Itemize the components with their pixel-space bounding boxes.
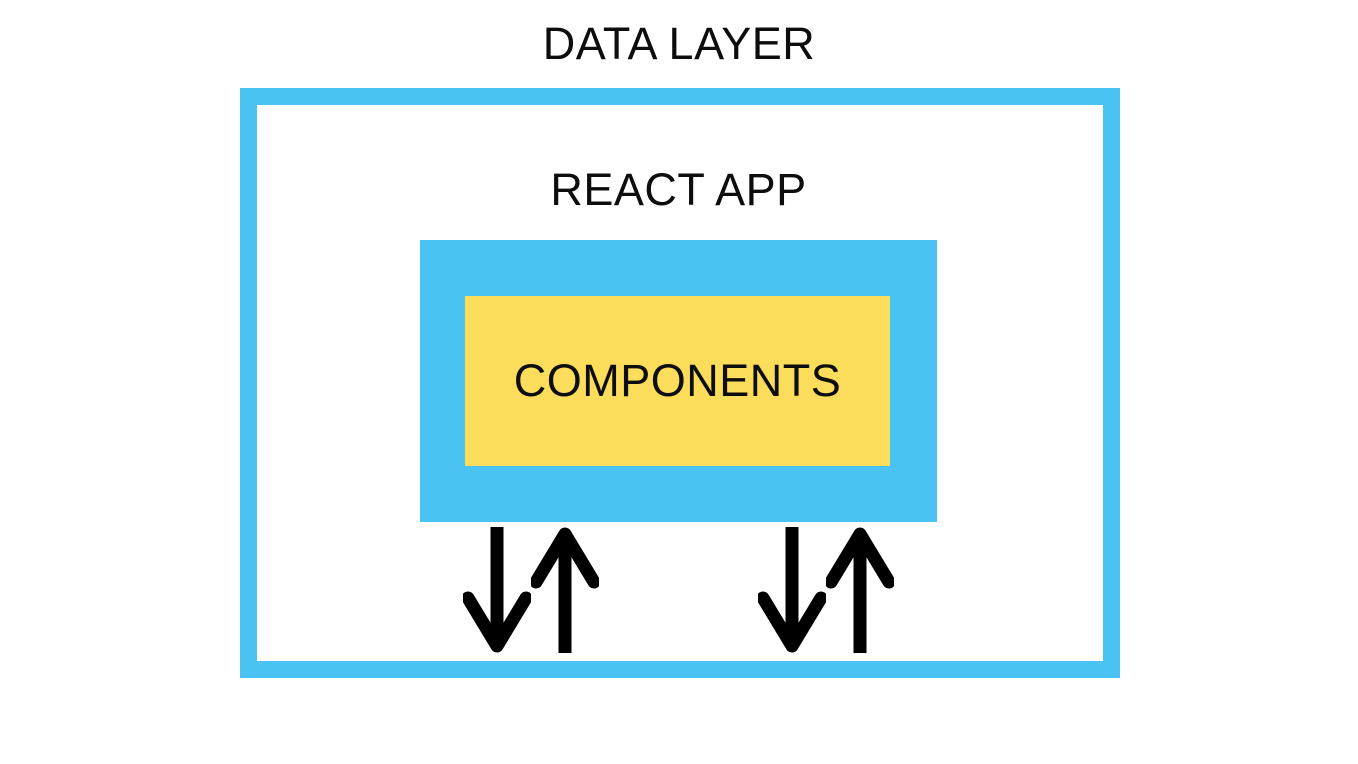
react-app-box: COMPONENTS [420, 240, 937, 522]
down-arrow-icon [463, 526, 531, 654]
up-arrow-icon [531, 526, 599, 654]
data-layer-title: DATA LAYER [542, 18, 816, 69]
down-arrow-icon [758, 526, 826, 654]
up-arrow-icon [826, 526, 894, 654]
components-label: COMPONENTS [513, 355, 842, 406]
components-box: COMPONENTS [465, 296, 890, 466]
react-app-label: REACT APP [550, 164, 807, 215]
